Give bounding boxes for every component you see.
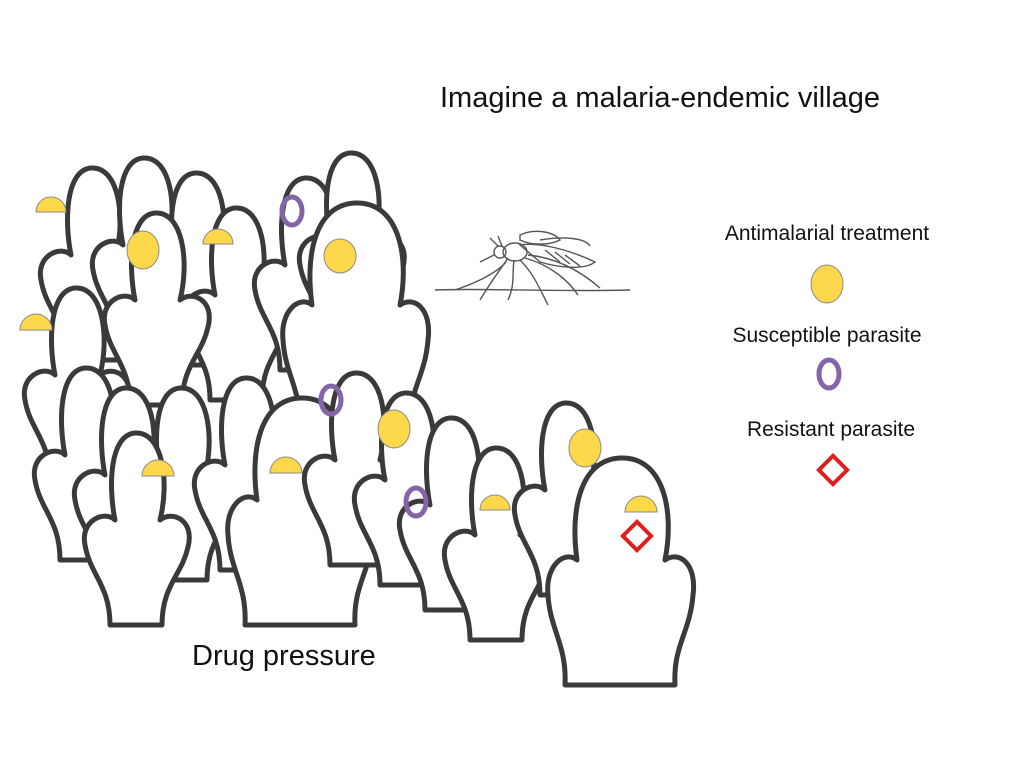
treatment-pill-icon — [269, 456, 303, 474]
legend-susceptible-label: Susceptible parasite — [732, 324, 922, 347]
susceptible-parasite-icon — [318, 383, 344, 417]
legend-treatment-pill-icon — [810, 264, 844, 304]
legend-resistant-parasite-icon — [816, 453, 850, 487]
treatment-markers — [19, 196, 658, 513]
susceptible-parasite-icon — [279, 194, 305, 228]
legend-susceptible-parasite-icon — [816, 357, 842, 391]
treatment-pill-icon — [19, 313, 53, 331]
treatment-pill-icon — [568, 428, 602, 468]
treatment-pill-icon — [141, 459, 175, 477]
legend-treatment-label: Antimalarial treatment — [724, 222, 930, 245]
treatment-pill-icon — [377, 409, 411, 449]
mosquito-icon — [434, 230, 631, 306]
caption-drug-pressure: Drug pressure — [192, 640, 376, 672]
slide-title: Imagine a malaria-endemic village — [440, 82, 881, 114]
treatment-pill-icon — [202, 228, 234, 245]
treatment-pill-icon — [126, 230, 160, 270]
susceptible-parasite-icon — [403, 485, 429, 519]
treatment-pill-icon — [323, 238, 357, 274]
crowd-front-row — [34, 368, 693, 685]
treatment-pill-icon — [35, 196, 67, 213]
legend-resistant-label: Resistant parasite — [746, 418, 916, 441]
resistant-parasite-icon — [620, 519, 654, 553]
legend — [810, 264, 850, 487]
susceptible-parasites — [279, 194, 429, 519]
treatment-pill-icon — [624, 495, 658, 513]
treatment-pill-icon — [479, 494, 511, 511]
